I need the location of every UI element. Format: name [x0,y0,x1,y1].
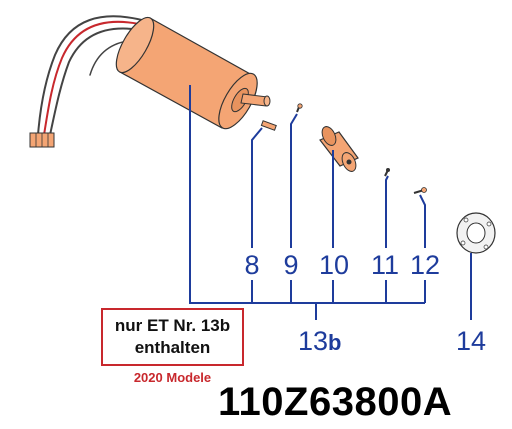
note-line-1: nur ET Nr. 13b [114,316,231,335]
callout-8: 8 [244,250,259,280]
leader-lines [189,85,472,320]
part-11-screw [384,168,390,177]
part-14-washer [456,212,496,254]
connector-plug [29,132,55,148]
part-12-screw [413,187,427,194]
part-number: 110Z63800A [218,380,453,424]
part-8-pin [260,120,277,131]
callout-13b: 13b [298,326,342,356]
callout-12: 12 [410,250,440,280]
part-9-screw [296,103,303,113]
callout-9: 9 [283,250,298,280]
callout-14: 14 [456,326,486,356]
callout-10: 10 [319,250,349,280]
callout-11: 11 [371,250,399,280]
spare-part-note-box: nur ET Nr. 13b enthalten [101,308,244,366]
note-line-2: enthalten [134,338,211,357]
callout-13-suffix: b [328,330,341,355]
callout-13-number: 13 [298,326,328,356]
motor-body [115,16,271,130]
model-year-note: 2020 Modele [133,370,212,385]
part-10-coupling [319,126,359,172]
